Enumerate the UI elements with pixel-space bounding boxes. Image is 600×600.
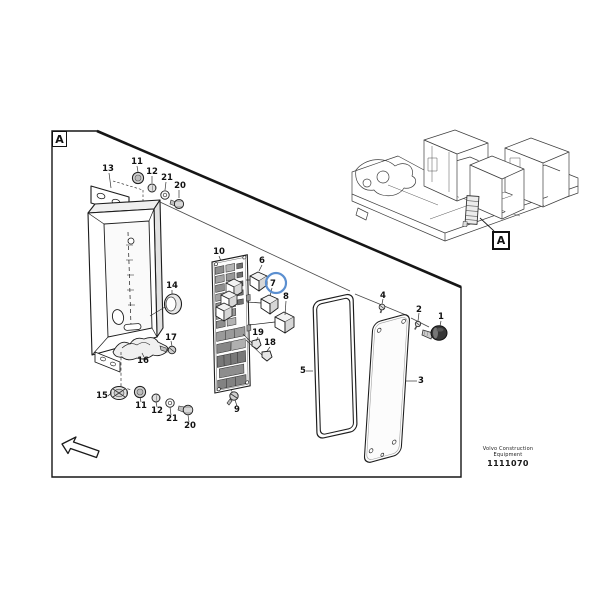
inset-view-label-a: A	[492, 231, 510, 250]
callout-screw-4[interactable]: 4	[380, 290, 386, 301]
callout-relay-6[interactable]: 6	[259, 255, 265, 266]
screw-17	[159, 345, 177, 355]
callout-spacer-12-bottom[interactable]: 12	[151, 405, 163, 416]
relay-8	[248, 311, 295, 334]
callout-screw-17[interactable]: 17	[165, 332, 177, 343]
cover-plate-3	[363, 314, 410, 463]
clip-18	[245, 339, 273, 362]
inset-electrical-box	[462, 195, 480, 227]
board-relays	[215, 278, 243, 322]
callout-spacer-12-top[interactable]: 12	[146, 166, 158, 177]
callout-screw-9[interactable]: 9	[234, 404, 240, 415]
fastener-set-top	[131, 171, 185, 210]
figure-number: 1111070	[487, 459, 529, 468]
callout-circuit-board-10[interactable]: 10	[213, 246, 225, 257]
callout-cover-plate-3[interactable]: 3	[418, 375, 424, 386]
relay-7	[246, 294, 279, 315]
callout-clip-18[interactable]: 18	[264, 337, 276, 348]
callout-bolt-20-top[interactable]: 20	[174, 180, 186, 191]
callout-relay-8[interactable]: 8	[283, 291, 289, 302]
screw-4	[378, 303, 386, 314]
grommet-14	[149, 293, 183, 317]
fastener-set-bottom	[120, 352, 194, 416]
brand-line-1: Volvo Construction	[482, 446, 534, 452]
knob-1	[421, 325, 448, 341]
brand-line-2: Equipment	[493, 452, 523, 458]
clip-19	[242, 333, 262, 350]
clamp-16	[112, 337, 169, 361]
view-label-a: A	[52, 131, 67, 147]
callout-screw-2[interactable]: 2	[416, 304, 422, 315]
callout-knob-1[interactable]: 1	[438, 311, 444, 322]
callout-washer-21-top[interactable]: 21	[161, 172, 173, 183]
callout-bolt-20-bottom[interactable]: 20	[184, 420, 196, 431]
enclosure-box	[87, 180, 164, 373]
callout-bushing-11-top[interactable]: 11	[131, 156, 143, 167]
screw-9	[226, 389, 239, 406]
callout-grommet-15[interactable]: 15	[96, 390, 108, 401]
callout-clip-19[interactable]: 19	[252, 327, 264, 338]
frame-border	[51, 129, 462, 478]
callout-grommet-14[interactable]: 14	[166, 280, 178, 291]
grommet-15	[110, 386, 128, 400]
callout-clamp-16[interactable]: 16	[137, 355, 149, 366]
machine-location-inset	[351, 129, 579, 242]
callout-relay-7[interactable]: 7	[270, 278, 276, 289]
callout-gasket-5[interactable]: 5	[300, 365, 306, 376]
screw-2	[414, 320, 422, 330]
relay-6	[246, 271, 268, 292]
callout-bushing-11-bottom[interactable]: 11	[135, 400, 147, 411]
highlight-circle	[264, 271, 288, 295]
callout-washer-21-bottom[interactable]: 21	[166, 413, 178, 424]
drawing-footer: Volvo Construction Equipment 1111070	[472, 446, 544, 468]
callout-enclosure-13[interactable]: 13	[102, 163, 114, 174]
direction-arrow-icon	[61, 436, 100, 459]
gasket-5	[312, 293, 358, 439]
